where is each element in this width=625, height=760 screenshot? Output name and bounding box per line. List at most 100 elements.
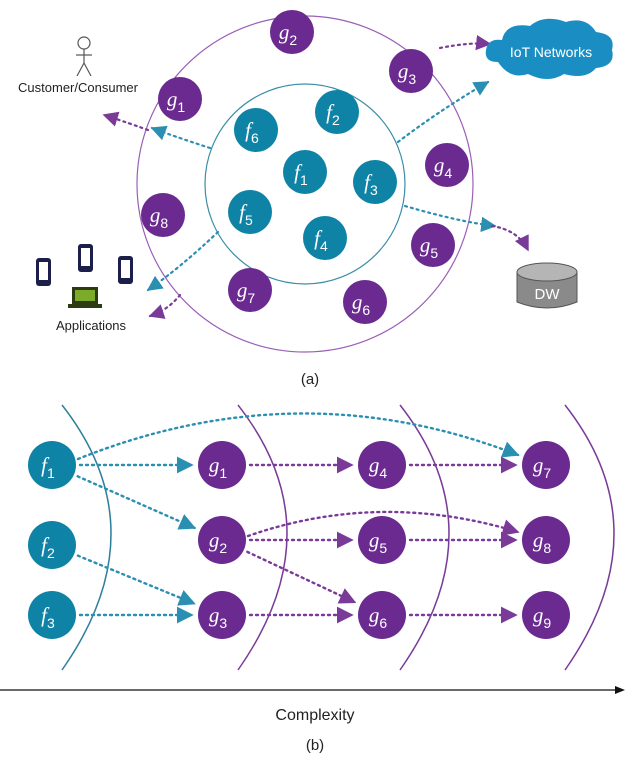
- node-circle: [228, 268, 272, 312]
- node-circle: [234, 108, 278, 152]
- node-circle: [141, 193, 185, 237]
- dw-label: DW: [535, 286, 561, 303]
- node-label: g3: [398, 59, 417, 87]
- node-circle: [315, 90, 359, 134]
- node-g7: g7: [228, 268, 272, 312]
- phone-icon: [36, 258, 51, 286]
- node-label: g4: [434, 153, 453, 181]
- node-g7: g7: [522, 441, 570, 489]
- node-g6: g6: [343, 280, 387, 324]
- node-circle: [158, 77, 202, 121]
- node-label: g1: [209, 453, 228, 481]
- node-circle: [411, 223, 455, 267]
- node-circle: [28, 591, 76, 639]
- node-g8: g8: [522, 516, 570, 564]
- node-f2: f2: [315, 90, 359, 134]
- node-circle: [283, 150, 327, 194]
- node-circle: [522, 516, 570, 564]
- node-label: g8: [533, 528, 552, 556]
- node-label: f1: [294, 160, 308, 188]
- phone-icon: [118, 256, 133, 284]
- node-label: f2: [326, 100, 340, 128]
- node-g3: g3: [198, 591, 246, 639]
- node-circle: [358, 591, 406, 639]
- node-circle: [303, 216, 347, 260]
- node-g4: g4: [358, 441, 406, 489]
- node-label: g5: [420, 233, 439, 261]
- node-circle: [198, 441, 246, 489]
- node-circle: [198, 591, 246, 639]
- edge-f2-g3: [76, 554, 196, 606]
- node-label: g2: [279, 20, 298, 48]
- node-f4: f4: [303, 216, 347, 260]
- node-f5: f5: [228, 190, 272, 234]
- node-g9: g9: [522, 591, 570, 639]
- node-label: g1: [167, 87, 186, 115]
- node-label: g5: [369, 528, 388, 556]
- edge-g2-g8: [246, 510, 520, 538]
- node-circle: [198, 516, 246, 564]
- node-g4: g4: [425, 143, 469, 187]
- arrow-to-apps-teal: [146, 230, 220, 292]
- applications-label: Applications: [56, 318, 127, 333]
- node-g1: g1: [158, 77, 202, 121]
- arrow-to-dw-teal: [403, 204, 497, 233]
- panel-b-caption: (b): [306, 737, 324, 754]
- node-f2: f2: [28, 521, 76, 569]
- node-circle: [28, 521, 76, 569]
- separator-arc: [237, 404, 288, 671]
- axis-arrowhead: [615, 686, 625, 694]
- node-label: g2: [209, 528, 228, 556]
- node-g1: g1: [198, 441, 246, 489]
- node-g3: g3: [389, 49, 433, 93]
- node-circle: [28, 441, 76, 489]
- node-f1: f1: [283, 150, 327, 194]
- node-label: f4: [314, 226, 328, 254]
- node-label: g8: [150, 203, 169, 231]
- node-g5: g5: [411, 223, 455, 267]
- panel-b: f1 f2 f3 g1 g2 g3 g4 g5 g6 g7 g8 g9 Complexity (b): [0, 404, 625, 754]
- node-label: f6: [245, 118, 259, 146]
- node-g6: g6: [358, 591, 406, 639]
- inner-circle: [204, 83, 406, 285]
- arrow-to-iot-purple: [438, 34, 492, 51]
- node-circle: [270, 10, 314, 54]
- arrow-to-iot-teal: [396, 80, 490, 144]
- node-label: g4: [369, 453, 388, 481]
- node-f3: f3: [28, 591, 76, 639]
- node-f6: f6: [234, 108, 278, 152]
- edge-f1-g7: [76, 412, 520, 461]
- node-circle: [358, 516, 406, 564]
- arrow-to-dw-purple: [490, 224, 530, 252]
- node-label: f2: [41, 533, 55, 561]
- separator-arc: [61, 404, 112, 671]
- node-g2: g2: [198, 516, 246, 564]
- axis-label: Complexity: [275, 707, 354, 724]
- node-circle: [522, 591, 570, 639]
- node-circle: [353, 160, 397, 204]
- node-label: g9: [533, 603, 552, 631]
- node-label: f5: [239, 200, 253, 228]
- node-label: f3: [41, 603, 55, 631]
- edge-f1-g2: [76, 475, 197, 530]
- node-circle: [228, 190, 272, 234]
- node-label: g7: [237, 278, 256, 306]
- customer-icon: [76, 36, 92, 77]
- node-circle: [358, 441, 406, 489]
- panel-a-arrows: [102, 34, 530, 319]
- node-circle: [522, 441, 570, 489]
- node-label: g6: [352, 290, 371, 318]
- panel-b-nodes: f1 f2 f3 g1 g2 g3 g4 g5 g6 g7 g8 g9: [28, 441, 570, 639]
- arrow-to-customer-purple: [102, 111, 150, 132]
- edge-g2-g6: [246, 550, 357, 604]
- arrow-to-apps-purple: [148, 293, 182, 319]
- node-circle: [343, 280, 387, 324]
- node-label: f3: [364, 170, 378, 198]
- node-f1: f1: [28, 441, 76, 489]
- node-label: g3: [209, 603, 228, 631]
- dw-database-icon: [516, 262, 578, 309]
- node-label: f1: [41, 453, 55, 481]
- panel-b-edges: [76, 412, 520, 624]
